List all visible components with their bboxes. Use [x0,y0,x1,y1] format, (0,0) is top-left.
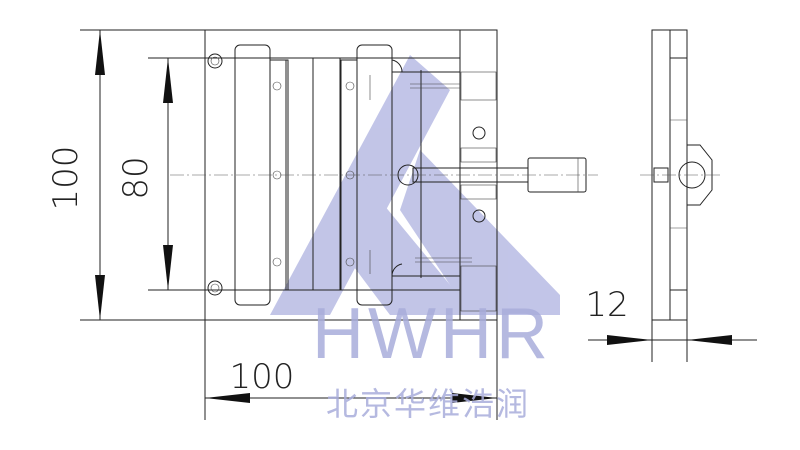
watermark-logo [270,55,560,315]
screw-icon [207,280,223,296]
front-view [170,29,598,321]
watermark-company: 北京华维浩润 [326,386,530,422]
screw-icon [207,53,223,69]
dimension-thickness-label: 12 [585,285,628,325]
dimension-inner-height-label: 80 [116,156,156,199]
dimension-outer-height [80,29,205,321]
side-view [588,29,757,362]
screw-icon [472,126,486,223]
dimension-width-label: 100 [230,357,295,397]
dimension-outer-height-label: 100 [46,146,86,211]
dimension-inner-height [148,57,205,291]
screw-icon [272,81,282,267]
dimension-width [204,320,498,420]
watermark-brand: HWHR [312,294,552,374]
